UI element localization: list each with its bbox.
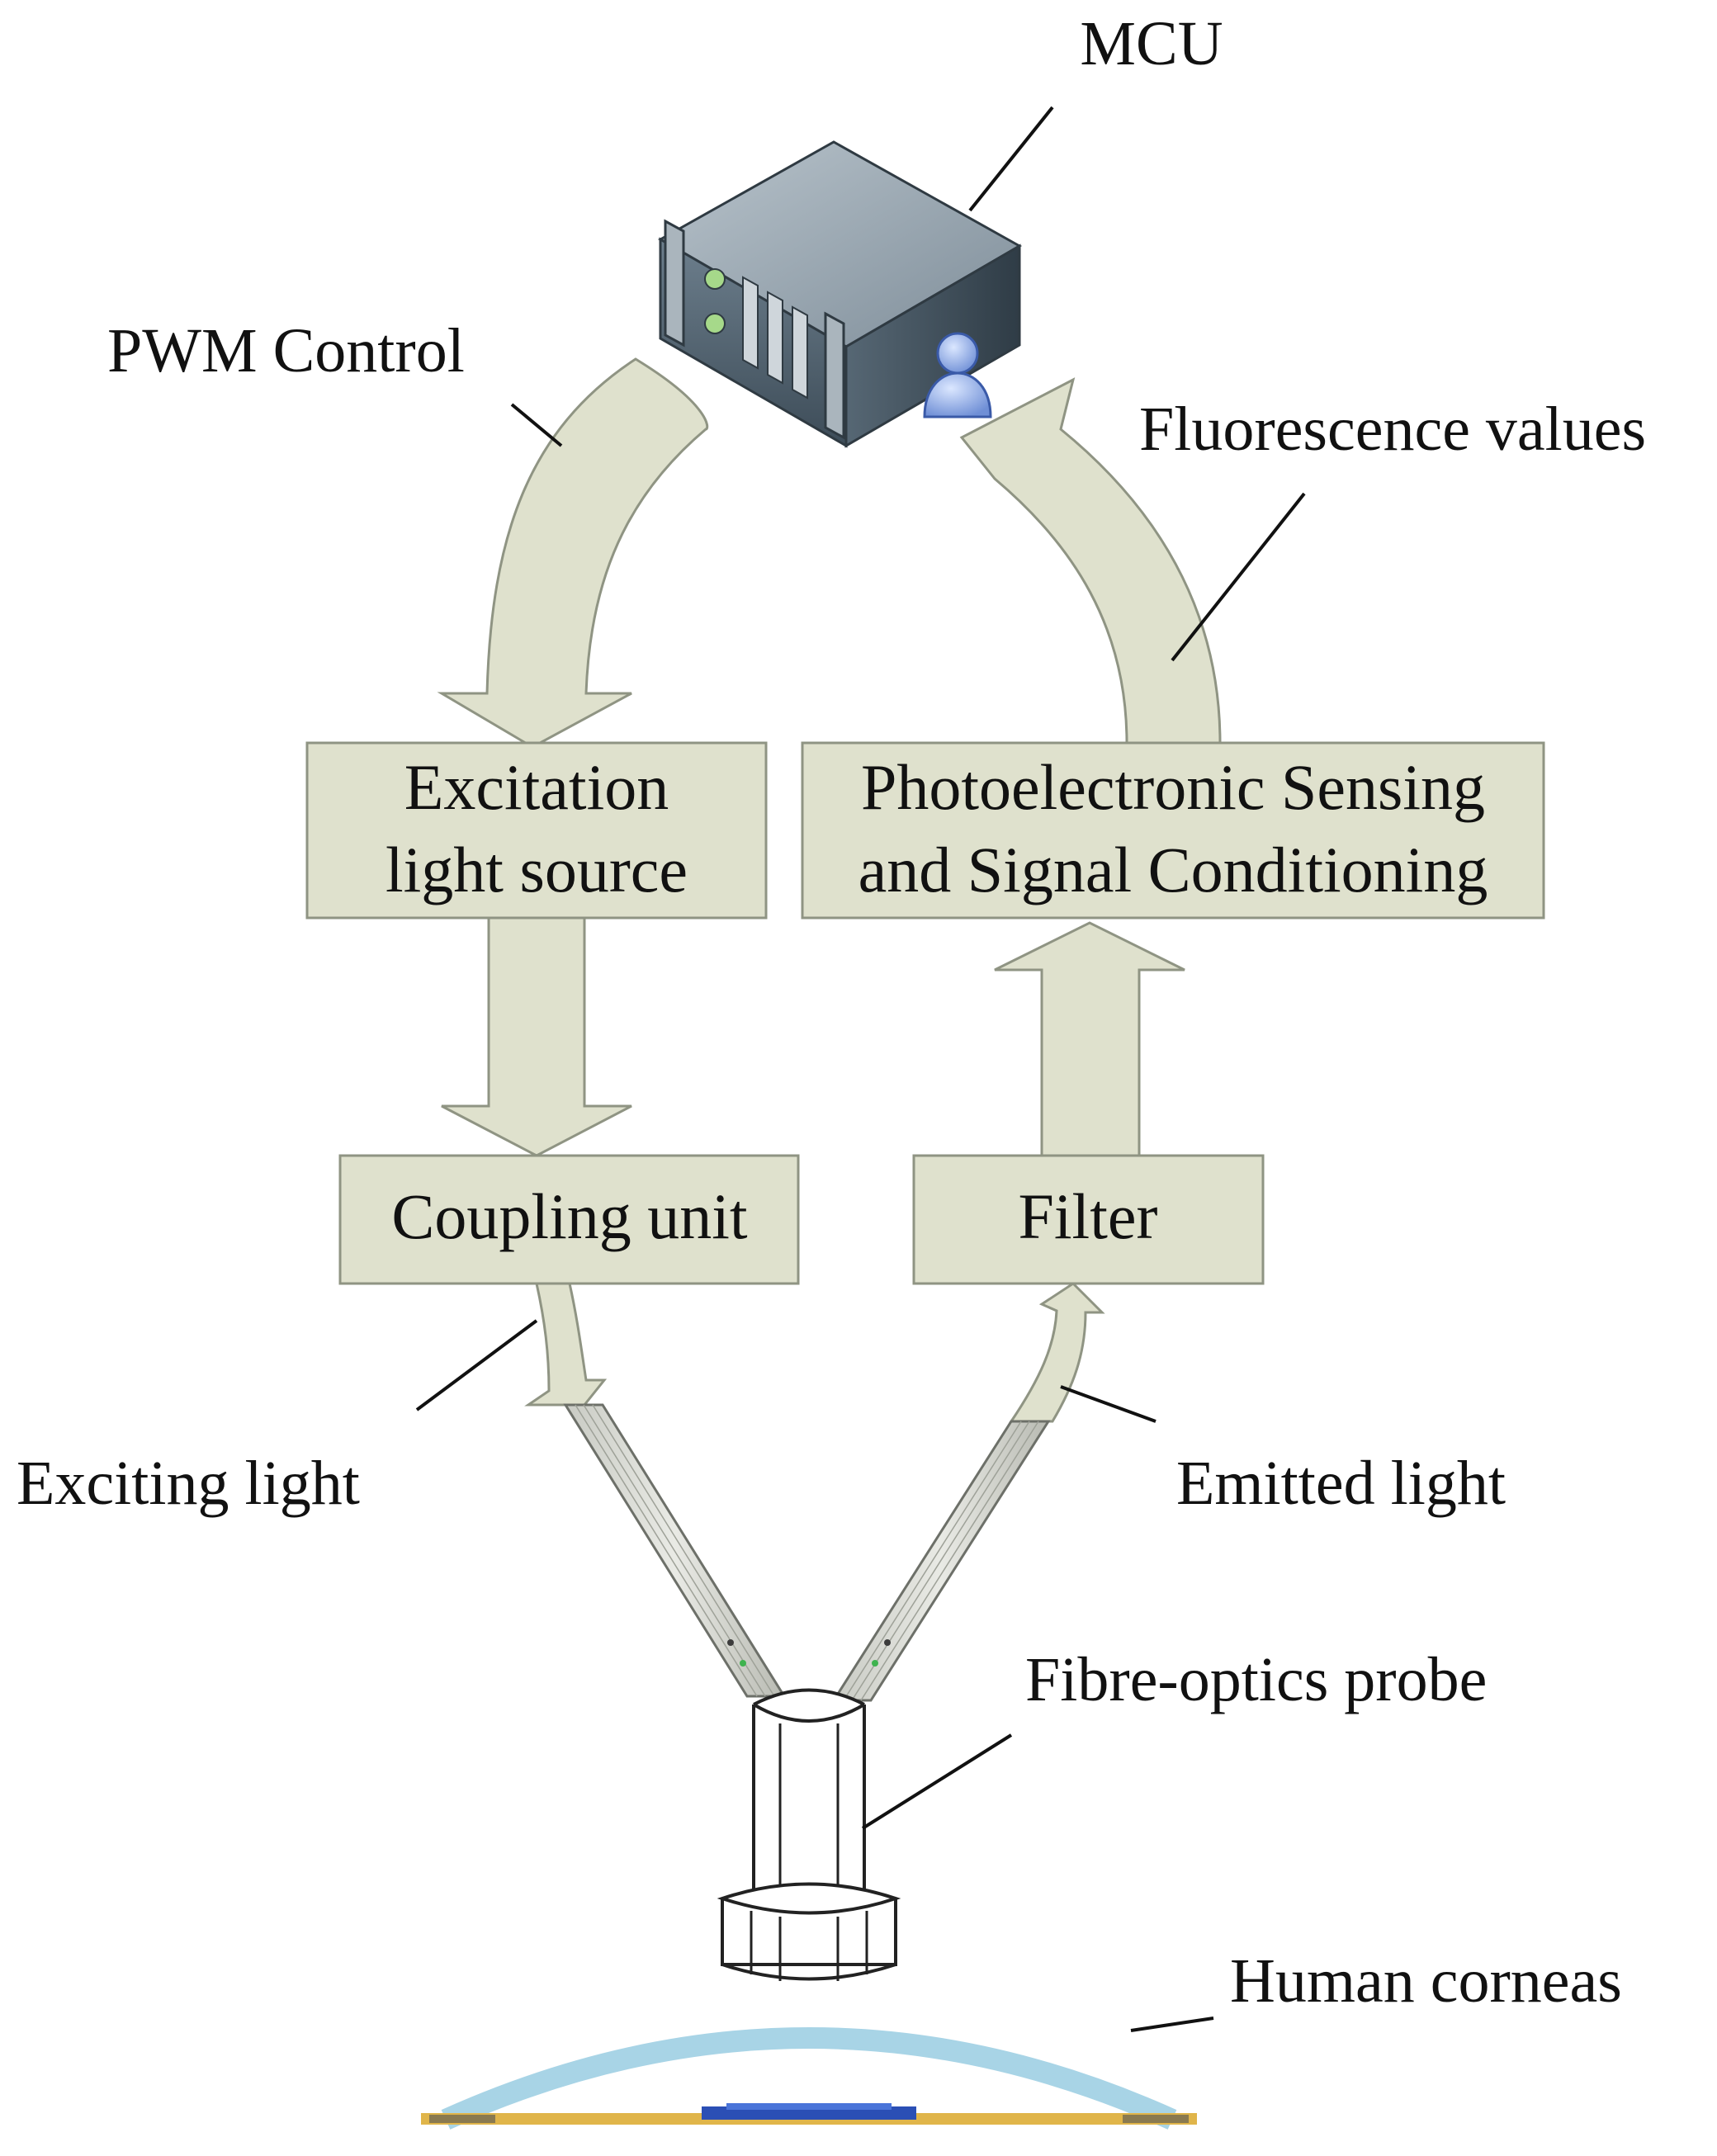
fibre-optic-probe-icon	[717, 1688, 901, 1981]
arrow-exciting-light	[524, 1282, 608, 1407]
leader-lines	[415, 106, 1306, 2032]
leader-exciting	[415, 1319, 538, 1411]
leader-probe	[861, 1733, 1013, 1830]
fibre-left	[563, 1403, 787, 1698]
label-mcu: MCU	[1080, 9, 1223, 78]
box-excitation-light-source: Excitation light source	[305, 741, 768, 920]
box-filter: Filter	[912, 1154, 1265, 1285]
photo-line2: and Signal Conditioning	[858, 834, 1488, 905]
photo-line1: Photoelectronic Sensing	[861, 751, 1485, 823]
arrow-fluorescence-values	[959, 377, 1222, 745]
label-human-corneas: Human corneas	[1230, 1946, 1622, 2016]
label-emitted-light: Emitted light	[1176, 1449, 1506, 1518]
leader-emitted	[1060, 1385, 1156, 1423]
arrow-excitation-to-coupling	[441, 916, 632, 1157]
label-exciting-light: Exciting light	[17, 1449, 360, 1518]
label-fluorescence-values: Fluorescence values	[1139, 395, 1646, 464]
cornea-icon	[421, 2027, 1197, 2130]
arrow-filter-to-photo	[994, 921, 1185, 1157]
user-icon	[923, 332, 992, 418]
arrow-pwm-control	[437, 357, 709, 749]
label-pwm-control: PWM Control	[107, 316, 465, 385]
leader-cornea	[1130, 2017, 1214, 2032]
excitation-line1: Excitation	[404, 751, 669, 823]
excitation-line2: light source	[385, 834, 688, 905]
fibre-right	[831, 1420, 1051, 1702]
leader-mcu	[968, 106, 1054, 212]
arrow-emitted-light	[1009, 1282, 1105, 1423]
box-photoelectronic-sensing: Photoelectronic Sensing and Signal Condi…	[801, 741, 1545, 920]
coupling-label: Coupling unit	[391, 1180, 748, 1252]
box-coupling-unit: Coupling unit	[338, 1154, 800, 1285]
filter-label: Filter	[1019, 1180, 1158, 1252]
server-user-icon	[657, 140, 1023, 448]
leader-fluorescence	[1171, 492, 1306, 662]
label-fibre-optics-probe: Fibre-optics probe	[1025, 1645, 1487, 1714]
leader-pwm	[510, 403, 563, 447]
